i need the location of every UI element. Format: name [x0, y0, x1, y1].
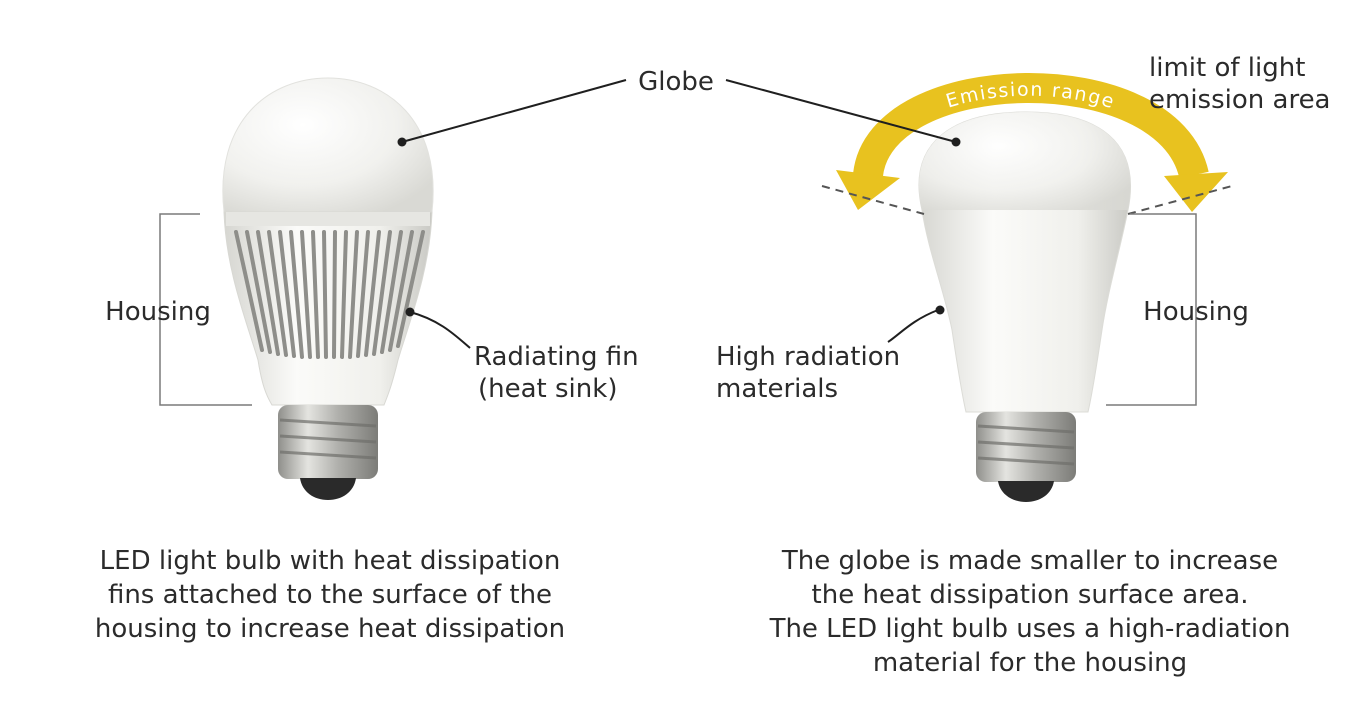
radiating-fins	[234, 230, 425, 359]
left-caption-line: fins attached to the surface of the	[107, 580, 553, 610]
emission-arrowhead-right	[1164, 172, 1228, 212]
limit-label-line1: limit of light	[1149, 53, 1305, 83]
left-bulb	[222, 77, 434, 500]
left-bulb-globe	[222, 77, 434, 213]
left-caption-line: LED light bulb with heat dissipation	[99, 546, 561, 576]
housing-label-left: Housing	[105, 297, 211, 327]
radiating-fin-leader	[409, 311, 471, 349]
high-radiation-label-line1: High radiation	[716, 342, 900, 372]
emission-limit-lines	[821, 185, 1233, 215]
right-caption-line: material for the housing	[872, 648, 1188, 678]
globe-dot-right	[951, 137, 961, 147]
high-radiation-label-line2: materials	[716, 374, 838, 404]
right-caption-line: The LED light bulb uses a high-radiation	[769, 614, 1291, 644]
right-bulb	[918, 111, 1131, 502]
limit-label-line2: emission area	[1149, 85, 1331, 115]
right-bulb-base	[976, 412, 1076, 502]
globe-leader-left	[401, 79, 627, 143]
radiating-fin-label-line1: Radiating fin	[474, 342, 639, 372]
left-bulb-base	[278, 405, 378, 500]
housing-bracket-left	[159, 213, 252, 406]
emission-arrowhead-left	[836, 170, 900, 210]
housing-label-right: Housing	[1143, 297, 1249, 327]
left-bulb-housing	[223, 211, 433, 406]
radiating-fin-label-line2: (heat sink)	[478, 374, 617, 404]
left-caption-line: housing to increase heat dissipation	[94, 614, 566, 644]
globe-leader-right	[725, 79, 957, 143]
globe-label: Globe	[638, 67, 714, 97]
right-bulb-globe	[919, 112, 1131, 210]
right-caption-line: the heat dissipation surface area.	[811, 580, 1249, 610]
radiating-fin-dot	[405, 307, 415, 317]
globe-dot-left	[397, 137, 407, 147]
high-radiation-leader	[887, 309, 939, 343]
right-caption-line: The globe is made smaller to increase	[781, 546, 1279, 576]
high-radiation-dot	[935, 305, 945, 315]
housing-bracket-right	[1106, 213, 1197, 406]
right-caption: The globe is made smaller to increase th…	[700, 544, 1360, 680]
left-caption: LED light bulb with heat dissipation fin…	[30, 544, 630, 646]
